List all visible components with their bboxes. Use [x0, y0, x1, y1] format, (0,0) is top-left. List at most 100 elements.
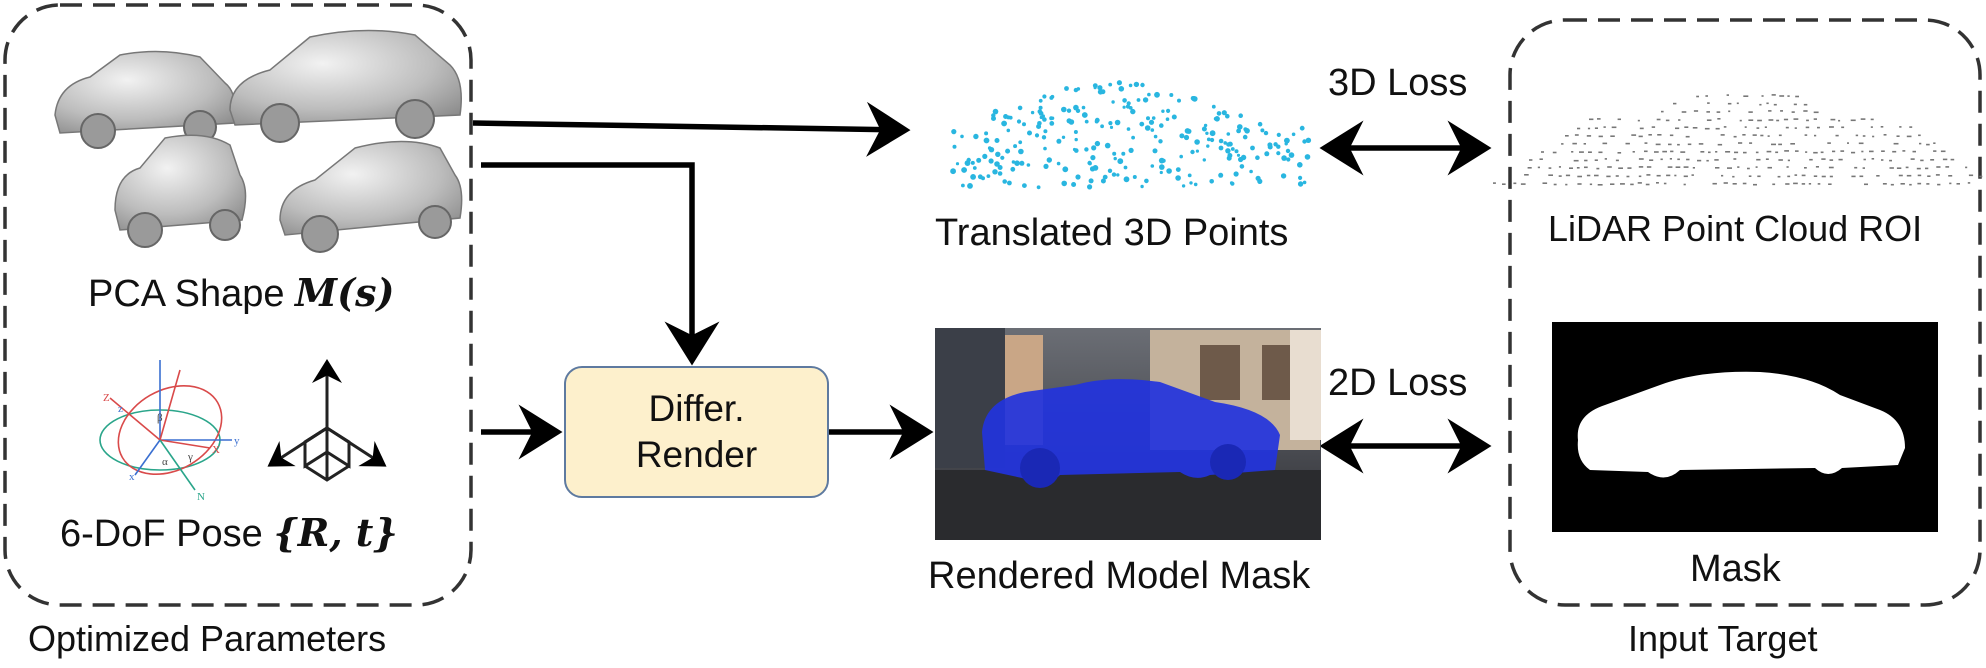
point — [1125, 104, 1131, 109]
point — [1010, 166, 1016, 172]
lidar-point — [1827, 142, 1831, 144]
lidar-point — [1768, 119, 1774, 121]
point — [1187, 173, 1192, 178]
lidar-point — [1572, 142, 1577, 145]
point — [1226, 155, 1232, 161]
point — [1132, 175, 1137, 179]
lidar-point — [1766, 102, 1769, 105]
lidar-point — [1916, 167, 1921, 170]
point — [970, 174, 976, 180]
lidar-point — [1942, 158, 1948, 161]
point — [1166, 168, 1172, 174]
lidar-point — [1778, 159, 1783, 161]
lidar-point — [1717, 118, 1721, 120]
lidar-point — [1720, 134, 1725, 136]
lidar-point — [1747, 167, 1750, 170]
lidar-point — [1669, 134, 1674, 137]
point — [1302, 139, 1307, 144]
lidar-point — [1539, 158, 1543, 160]
lidar-point — [1666, 174, 1671, 177]
point — [1108, 82, 1113, 87]
lidar-point — [1732, 175, 1735, 178]
point — [1003, 114, 1009, 119]
lidar-point — [1925, 167, 1929, 170]
point — [1019, 160, 1025, 166]
lidar-point — [1787, 95, 1790, 97]
point — [1126, 101, 1131, 106]
lidar-point — [1847, 142, 1849, 144]
lidar-point — [1765, 158, 1769, 160]
lidar-point — [1790, 143, 1795, 145]
point — [1136, 98, 1141, 102]
lidar-point — [1683, 183, 1686, 186]
lidar-point — [1734, 151, 1739, 154]
point — [1233, 171, 1239, 177]
lidar-point — [1626, 175, 1630, 178]
lidar-point — [1657, 134, 1662, 136]
lidar-point — [1766, 150, 1772, 153]
lidar-point — [1674, 174, 1677, 177]
point — [1111, 172, 1117, 177]
lidar-point — [1881, 159, 1884, 161]
lidar-point — [1661, 110, 1664, 113]
point — [1238, 156, 1244, 163]
point — [1154, 91, 1160, 98]
point — [992, 108, 999, 115]
point — [1114, 119, 1121, 126]
lidar-point — [1675, 127, 1680, 130]
point — [1049, 116, 1054, 121]
point — [1179, 133, 1185, 139]
point — [1087, 184, 1093, 190]
point — [1022, 183, 1027, 189]
point — [973, 133, 979, 140]
point — [1100, 89, 1106, 95]
point — [1260, 128, 1265, 133]
point — [1042, 117, 1047, 122]
lidar-point — [1968, 174, 1974, 177]
lidar-point — [1631, 134, 1637, 136]
lidar-point — [1900, 183, 1905, 185]
lidar-point — [1956, 183, 1960, 185]
point — [951, 129, 957, 135]
point — [1150, 164, 1155, 168]
lidar-point — [1660, 158, 1663, 161]
lidar-point — [1604, 158, 1607, 160]
point — [1184, 128, 1191, 134]
lidar-point — [1930, 159, 1935, 161]
lidar-point — [1906, 174, 1912, 177]
point — [1088, 178, 1094, 184]
point — [1122, 98, 1127, 103]
lidar-point — [1813, 118, 1817, 120]
lidar-point — [1602, 142, 1608, 145]
lidar-roi-label: LiDAR Point Cloud ROI — [1548, 208, 1923, 249]
lidar-point — [1744, 126, 1747, 128]
point — [1121, 151, 1126, 156]
lidar-point — [1948, 175, 1953, 177]
point — [1165, 117, 1170, 121]
lidar-point — [1756, 127, 1760, 129]
lidar-point — [1655, 143, 1661, 146]
pose-math: {R, t} — [273, 510, 398, 555]
lidar-point — [1869, 150, 1874, 153]
lidar-point — [1809, 158, 1813, 161]
lidar-point — [1737, 166, 1740, 168]
lidar-point — [1686, 158, 1690, 161]
lidar-point — [1933, 150, 1937, 152]
lidar-point — [1683, 175, 1688, 178]
point — [1179, 154, 1183, 159]
point — [1104, 142, 1111, 149]
point — [1087, 160, 1092, 166]
point — [1146, 116, 1150, 121]
lidar-point — [1801, 174, 1806, 177]
lidar-point — [1979, 175, 1983, 178]
lidar-point — [1855, 134, 1859, 137]
point — [1016, 119, 1022, 124]
point — [1214, 116, 1220, 122]
point — [1126, 127, 1131, 131]
lidar-point — [1603, 126, 1606, 128]
lidar-point — [1732, 183, 1737, 185]
point — [1084, 119, 1089, 124]
lidar-point — [1597, 118, 1601, 120]
lidar-point — [1565, 135, 1569, 137]
lidar-point — [1892, 150, 1897, 153]
